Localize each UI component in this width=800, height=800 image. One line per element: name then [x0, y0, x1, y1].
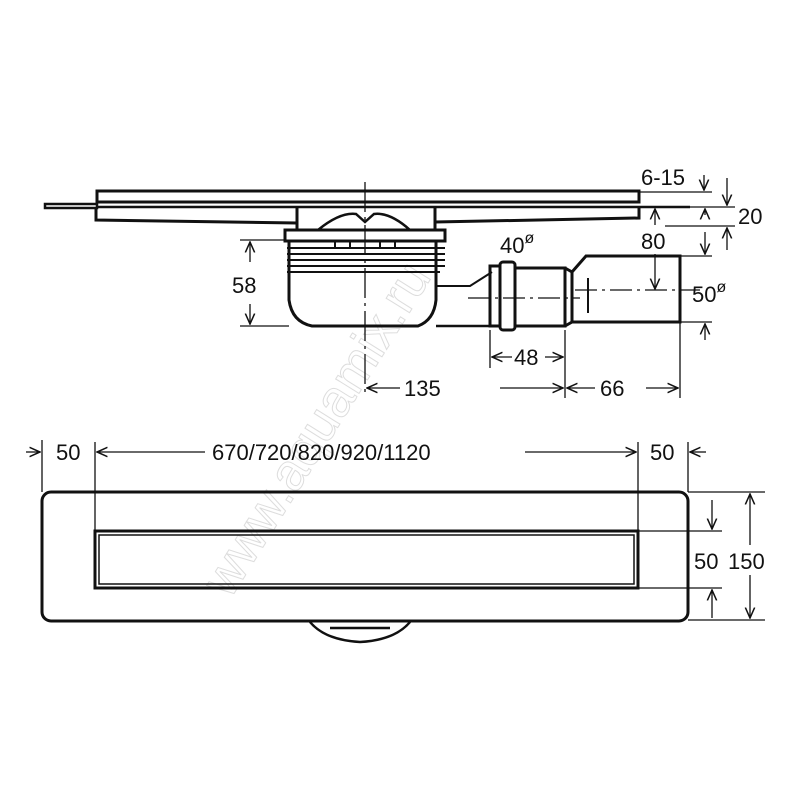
dim-total-width: 150 — [728, 549, 765, 574]
channel-outer — [93, 529, 640, 590]
channel-inner — [98, 534, 635, 585]
dim-body-height: 58 — [232, 273, 256, 298]
dim-tile-range: 6-15 — [641, 165, 685, 190]
dim-total-height: 80 — [641, 229, 665, 254]
dim-channel-lengths: 670/720/820/920/1120 — [212, 440, 431, 465]
watermark: www.aquamix.ru — [190, 252, 442, 607]
trap-dome — [317, 212, 411, 231]
dim-left-margin: 50 — [56, 440, 80, 465]
drain-neck — [295, 208, 437, 230]
outlet-pipe-40 — [515, 266, 574, 328]
drain-plate — [40, 490, 690, 623]
dim-center-to-outlet: 135 — [404, 376, 441, 401]
outlet-centerline — [468, 289, 700, 299]
dim-outlet-50: 50ø — [692, 279, 726, 307]
dim-channel-width: 50 — [694, 549, 718, 574]
seal-ring — [498, 260, 517, 332]
drain-threads — [287, 247, 445, 273]
dim-right-margin: 50 — [650, 440, 674, 465]
dim-cover-height: 20 — [738, 204, 762, 229]
outlet-connector — [436, 271, 493, 287]
side-dimensions — [240, 175, 735, 398]
drain-outlet-below — [309, 621, 411, 644]
drain-frame — [94, 208, 641, 225]
top-view — [40, 490, 690, 644]
dim-socket-length: 48 — [514, 345, 538, 370]
dim-outlet-length: 66 — [600, 376, 624, 401]
tile-strip-left — [43, 202, 99, 210]
dim-outlet-40: 40ø — [500, 230, 534, 258]
cover-plate — [95, 189, 641, 204]
top-dimensions — [26, 440, 765, 621]
